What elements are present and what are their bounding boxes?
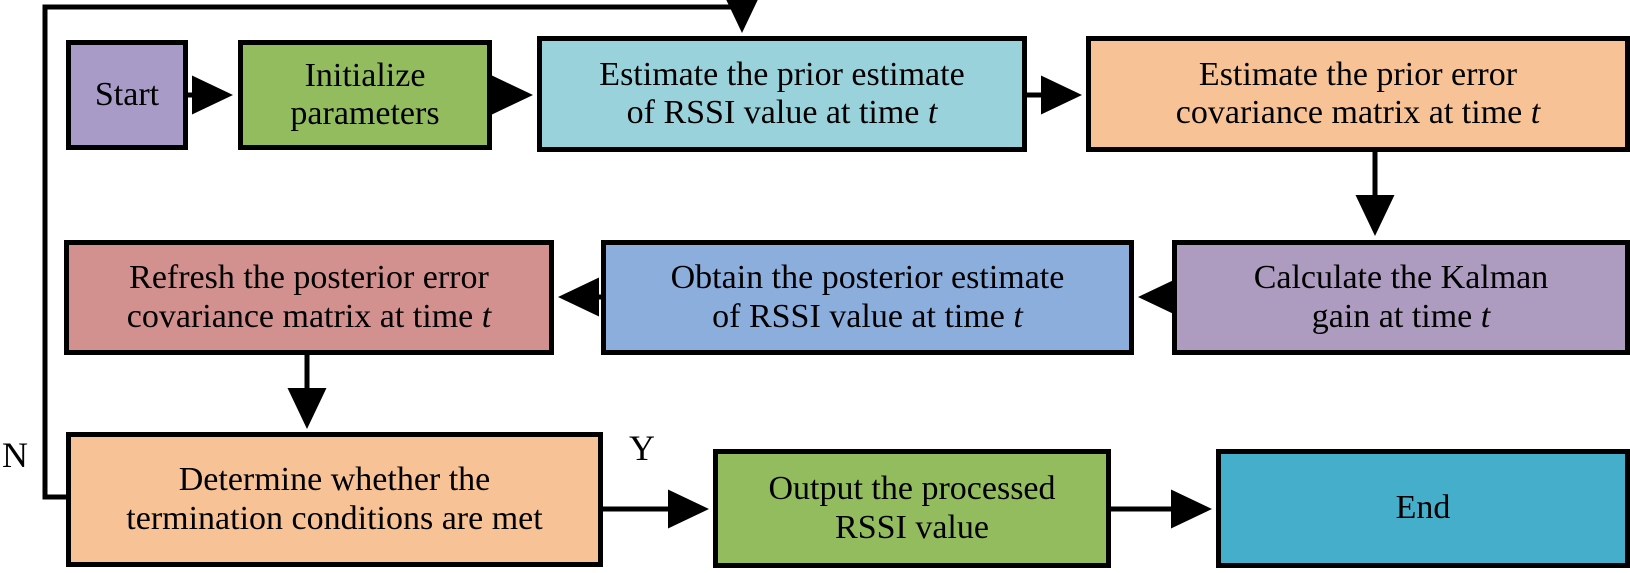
node-obtain-posterior-estimate-label: Obtain the posterior estimate of RSSI va… [670,259,1065,335]
node-calculate-kalman-gain[interactable]: Calculate the Kalman gain at time t [1172,240,1630,355]
node-determine-termination-conditions[interactable]: Determine whether the termination condit… [66,432,603,567]
node-determine-termination-conditions-label: Determine whether the termination condit… [126,461,543,537]
time-variable-t: t [927,94,938,131]
node-end[interactable]: End [1216,449,1630,568]
branch-label-no: N [2,435,28,475]
branch-label-yes: Y [629,428,655,468]
time-variable-t: t [1013,297,1023,335]
time-variable-t: t [481,297,492,335]
node-calculate-kalman-gain-label: Calculate the Kalman gain at time t [1253,259,1549,335]
node-initialize-parameters[interactable]: Initialize parameters [238,40,492,150]
node-output-processed-rssi-label: Output the processed RSSI value [768,470,1056,546]
time-variable-t: t [1530,94,1541,131]
node-output-processed-rssi[interactable]: Output the processed RSSI value [713,449,1111,568]
node-refresh-posterior-error-covariance[interactable]: Refresh the posterior error covariance m… [64,240,554,355]
node-initialize-parameters-label: Initialize parameters [290,56,440,132]
node-estimate-prior-estimate-label: Estimate the prior estimate of RSSI valu… [599,55,965,131]
node-start[interactable]: Start [66,40,188,150]
node-end-label: End [1395,489,1451,527]
node-obtain-posterior-estimate[interactable]: Obtain the posterior estimate of RSSI va… [601,240,1134,355]
node-start-label: Start [94,75,160,113]
node-estimate-prior-estimate[interactable]: Estimate the prior estimate of RSSI valu… [537,36,1027,152]
time-variable-t: t [1480,297,1491,335]
node-estimate-prior-error-covariance-label: Estimate the prior error covariance matr… [1175,55,1541,131]
node-refresh-posterior-error-covariance-label: Refresh the posterior error covariance m… [126,259,492,335]
node-estimate-prior-error-covariance[interactable]: Estimate the prior error covariance matr… [1086,36,1630,152]
